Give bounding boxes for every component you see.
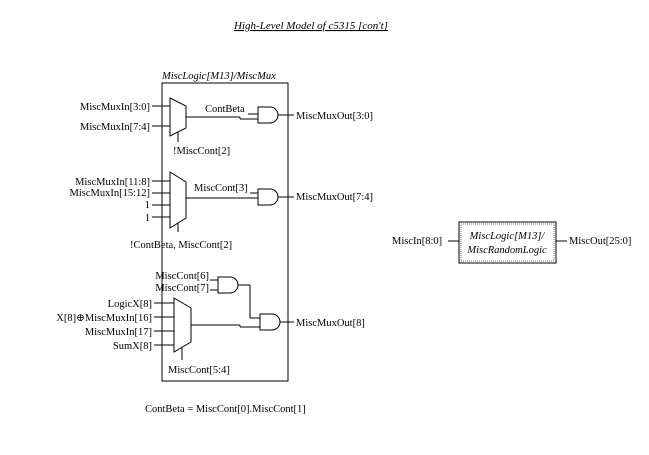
misc-mux-module-box (161, 82, 289, 382)
mux3-select-label: MiscCont[5:4] (168, 365, 230, 376)
mux2-input-1-label: MiscMuxIn[15:12] (70, 188, 151, 199)
mux1-input-1-label: MiscMuxIn[7:4] (80, 122, 150, 133)
mux1-and-gate (257, 106, 279, 124)
random-logic-box-inner (460, 223, 555, 262)
mux2-select-label: !ContBeta, MiscCont[2] (130, 240, 232, 251)
random-logic-box (458, 221, 557, 264)
module-label: MiscLogic[M13]/MiscMux (161, 71, 276, 82)
mux2-gate-input-label: MiscCont[3] (194, 183, 248, 194)
mux3-and-input-0-label: MiscCont[6] (155, 271, 209, 282)
random-logic-input-label: MiscIn[8:0] (392, 236, 442, 247)
mux1-trapezoid (169, 97, 187, 137)
random-logic-group: MiscIn[8:0] MiscLogic[M13]/ MiscRandomLo… (392, 221, 631, 264)
mux2-input-0-label: MiscMuxIn[11:8] (75, 177, 150, 188)
random-logic-output-label: MiscOut[25:0] (569, 236, 631, 247)
mux3-small-and-gate (217, 276, 239, 294)
mux3-input-2-label: MiscMuxIn[17] (85, 327, 152, 338)
mux2-input-2-label: 1 (145, 200, 150, 211)
mux3-and-input-1-label: MiscCont[7] (155, 283, 209, 294)
mux2-output-label: MiscMuxOut[7:4] (296, 192, 373, 203)
mux2-trapezoid (169, 171, 187, 229)
mux1-select-label: !MiscCont[2] (173, 146, 230, 157)
mux-3-group: MiscCont[6] MiscCont[7] LogicX[8] X[8]⊕M… (56, 271, 365, 376)
random-logic-title-line1: MiscLogic[M13]/ (469, 231, 546, 242)
mux3-and-gate (259, 313, 281, 331)
mux3-trapezoid (173, 297, 192, 353)
mux1-input-0-label: MiscMuxIn[3:0] (80, 102, 150, 113)
mux1-gate-input-label: ContBeta (205, 104, 245, 115)
mux2-input-3-label: 1 (145, 213, 150, 224)
mux-2-group: MiscMuxIn[11:8] MiscMuxIn[15:12] 1 1 !Co… (70, 171, 373, 251)
mux3-input-0-label: LogicX[8] (108, 299, 152, 310)
mux3-input-1-label: X[8]⊕MiscMuxIn[16] (56, 313, 152, 324)
footnote-equation: ContBeta = MiscCont[0].MiscCont[1] (145, 404, 306, 415)
mux3-output-label: MiscMuxOut[8] (296, 318, 365, 329)
random-logic-title-line2: MiscRandomLogic (466, 245, 547, 256)
page-title: High-Level Model of c5315 [con't] (233, 20, 388, 32)
mux2-and-gate (257, 188, 279, 206)
mux1-output-label: MiscMuxOut[3:0] (296, 111, 373, 122)
mux3-input-3-label: SumX[8] (113, 341, 152, 352)
mux-1-group: MiscMuxIn[3:0] MiscMuxIn[7:4] !MiscCont[… (80, 97, 373, 157)
